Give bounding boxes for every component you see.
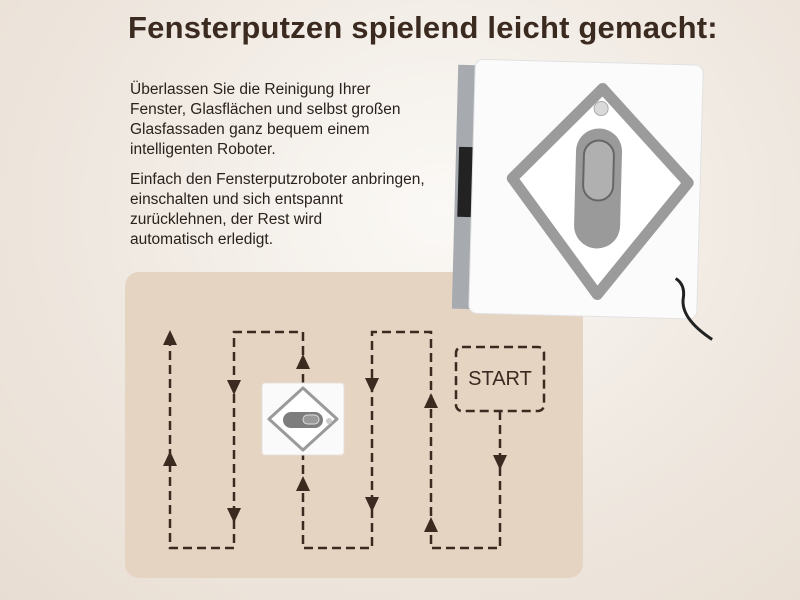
arrow-up-icon: [296, 476, 310, 491]
arrow-up-icon: [296, 354, 310, 369]
text-line: Überlassen Sie die Reinigung Ihrer: [130, 81, 371, 98]
window-robot-image: [451, 58, 713, 341]
small-robot-image: [261, 382, 345, 456]
text-line: einschalten und sich entspannt: [130, 191, 343, 208]
arrow-down-icon: [365, 497, 379, 512]
start-label: START: [468, 367, 532, 390]
dashed-path: [168, 330, 546, 550]
page-title: Fensterputzen spielend leicht gemacht:: [128, 10, 718, 45]
direction-arrows: [163, 330, 507, 532]
cleaning-path-panel: [125, 272, 583, 578]
intro-paragraph: Überlassen Sie die Reinigung Ihrer Fenst…: [130, 80, 460, 160]
text-line: Einfach den Fensterputzroboter anbringen…: [130, 171, 425, 188]
arrow-up-icon: [424, 393, 438, 408]
arrow-up-icon: [163, 451, 177, 466]
usage-paragraph: Einfach den Fensterputzroboter anbringen…: [130, 170, 460, 250]
arrow-down-icon: [493, 455, 507, 470]
text-line: automatisch erledigt.: [130, 231, 274, 248]
arrow-up-icon: [163, 330, 177, 345]
arrow-down-icon: [227, 380, 241, 395]
text-line: intelligenten Roboter.: [130, 141, 276, 158]
text-line: Glasfassaden ganz bequem einem: [130, 121, 370, 138]
arrow-down-icon: [227, 508, 241, 523]
text-line: zurücklehnen, der Rest wird: [130, 211, 323, 228]
arrow-down-icon: [365, 378, 379, 393]
text-line: Fenster, Glasflächen und selbst großen: [130, 101, 401, 118]
arrow-up-icon: [424, 517, 438, 532]
